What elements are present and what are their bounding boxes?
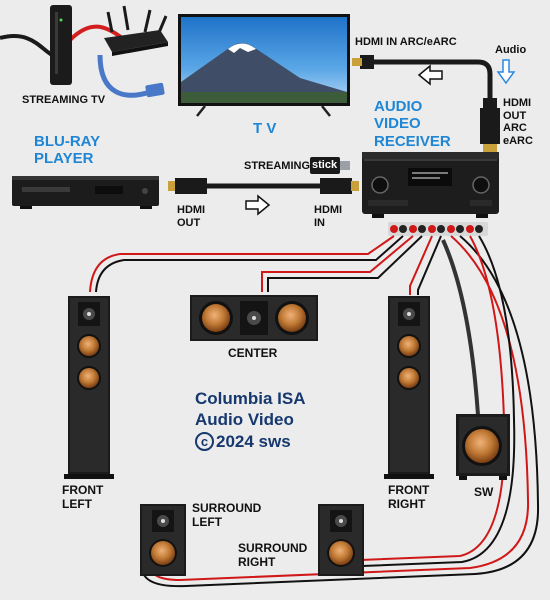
tv-label: T V (253, 120, 277, 137)
front-right-label: FRONT RIGHT (388, 483, 430, 511)
bluray-label: BLU-RAY PLAYER (34, 133, 101, 168)
modem-icon (50, 5, 72, 85)
center-speaker-icon (190, 295, 318, 341)
credit-line-1: Columbia ISA (195, 389, 306, 408)
hdmi-out-label: HDMI OUT (177, 204, 206, 229)
streaming-tv-label: STREAMING TV (22, 94, 106, 106)
hdmi-in-arc-label: HDMI IN ARC/eARC (355, 36, 457, 48)
router-icon (104, 5, 168, 56)
tower-speaker-icon (384, 296, 434, 479)
sw-label: SW (474, 485, 494, 499)
speaker-wires (89, 235, 540, 588)
tv-icon (178, 14, 350, 117)
hdmi-bluray-cable (168, 178, 359, 194)
audio-label: Audio (495, 44, 527, 56)
arrow-down-icon (496, 59, 516, 85)
front-left-label: FRONT LEFT (62, 483, 104, 511)
receiver-label: AUDIO VIDEO RECEIVER (374, 98, 451, 150)
network-cables (0, 24, 165, 98)
surround-right-label: SURROUND RIGHT (238, 541, 308, 569)
hdmi-in-label: HDMI IN (314, 204, 343, 229)
subwoofer-icon (456, 414, 510, 480)
arrow-right-icon (245, 194, 271, 216)
center-label: CENTER (228, 346, 278, 360)
hdmi-out-arc-label: HDMI OUT ARC eARC (503, 97, 533, 147)
arrow-left-icon (417, 64, 443, 86)
bookshelf-speaker-icon (140, 504, 186, 576)
receiver-icon (362, 152, 499, 218)
hdmi-arc-cable (352, 55, 500, 152)
speaker-terminals (388, 222, 488, 236)
bluray-player-icon (12, 176, 159, 209)
streaming-stick-icon (310, 157, 350, 174)
bookshelf-speaker-icon (318, 504, 364, 576)
surround-left-label: SURROUND LEFT (192, 501, 262, 529)
streaming-label: STREAMING (244, 160, 310, 172)
stick-label: stick (312, 159, 338, 171)
copyright-icon: c (195, 431, 214, 451)
credit-line-2: Audio Video (195, 410, 294, 430)
tower-speaker-icon (64, 296, 114, 479)
